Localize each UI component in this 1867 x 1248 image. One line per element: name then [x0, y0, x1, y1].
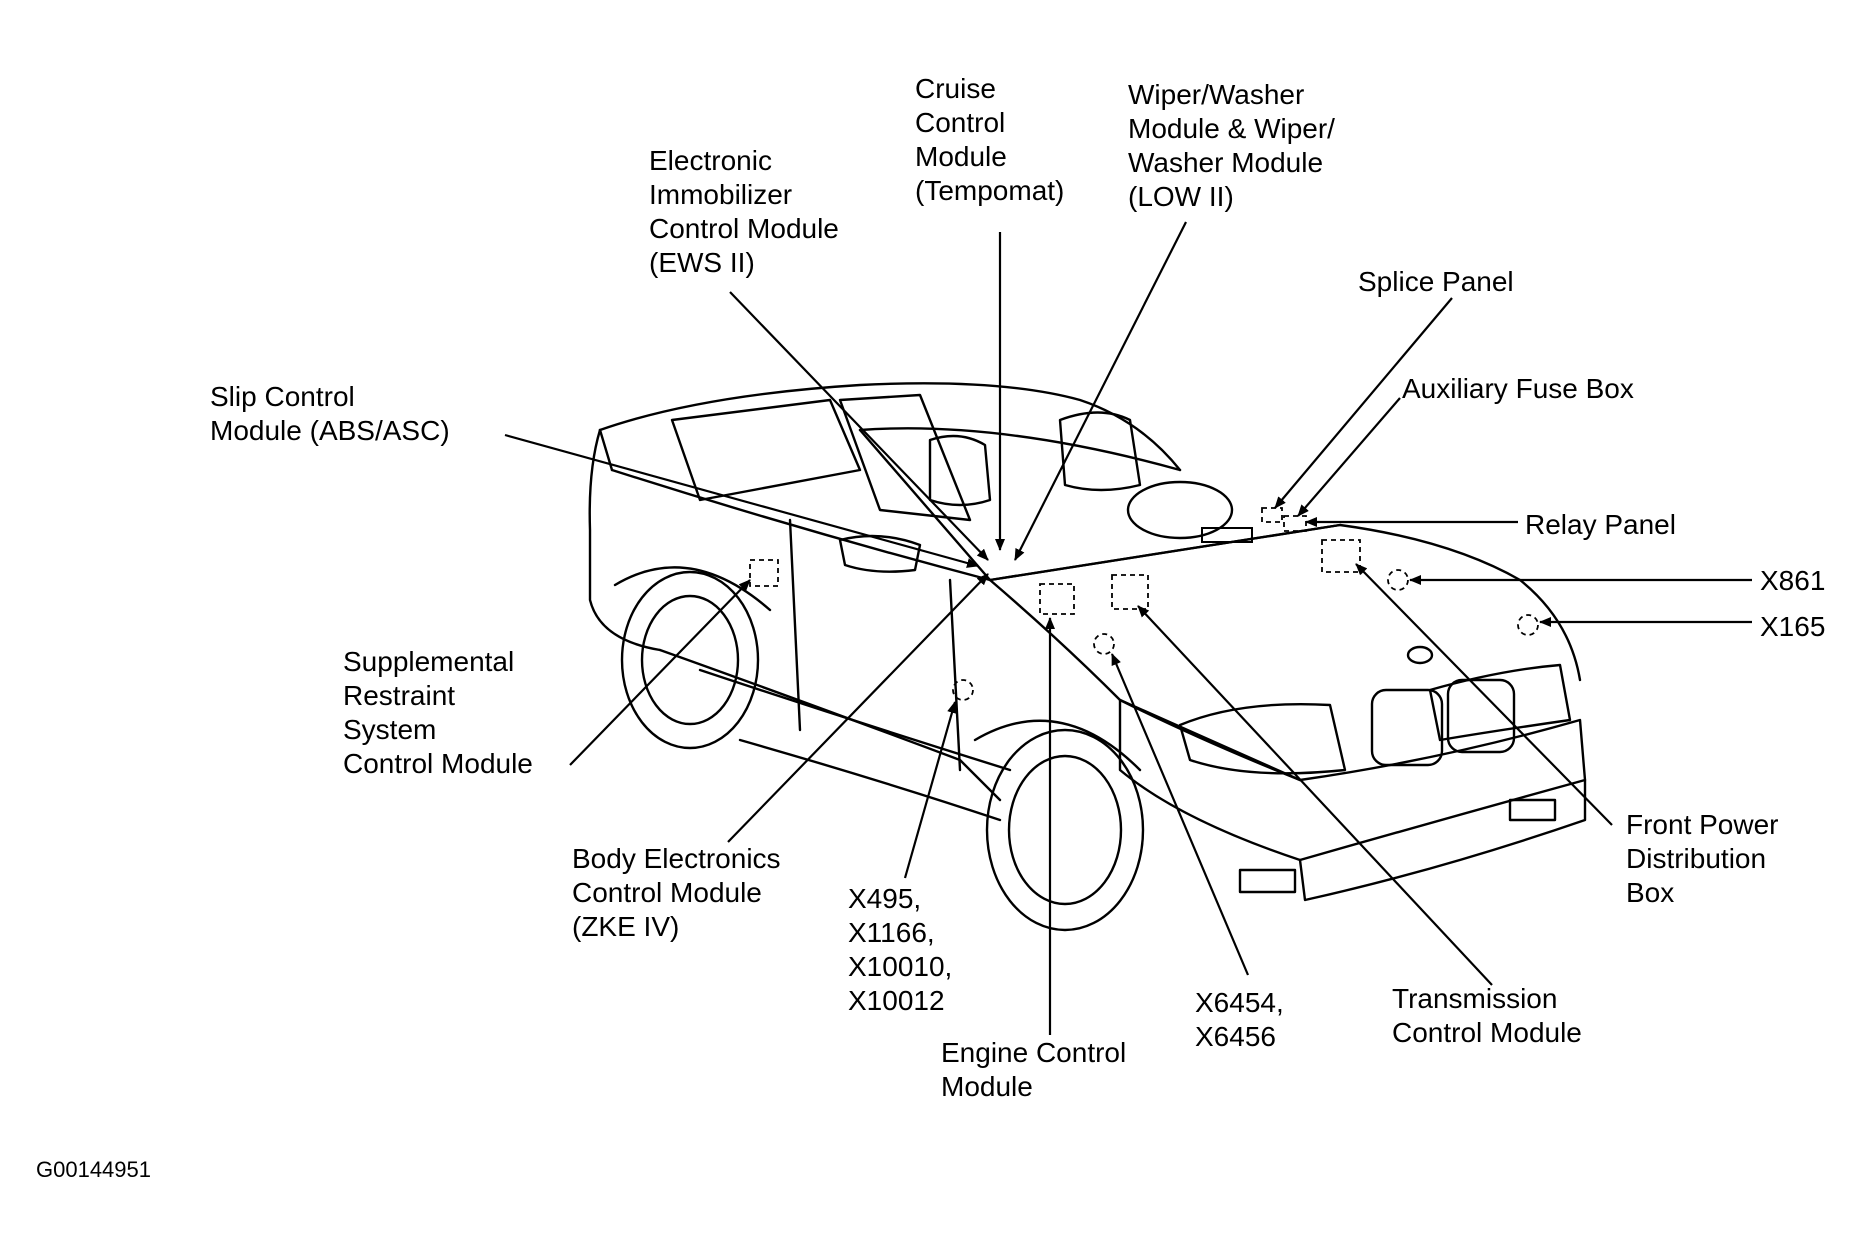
front-power-box-marker [1321, 539, 1361, 573]
leader-lines [504, 221, 1752, 1035]
tcm-marker [1111, 574, 1149, 610]
srs-module-marker [749, 559, 779, 587]
label-transmission-control-module: Transmission Control Module [1392, 983, 1582, 1048]
label-cruise-control-module: Cruise Control Module (Tempomat) [915, 73, 1065, 206]
x165-connector-marker [1517, 614, 1539, 636]
splice-panel-marker [1261, 507, 1283, 523]
label-x165: X165 [1760, 611, 1826, 642]
figure-id: G00144951 [36, 1157, 151, 1182]
label-splice-panel: Splice Panel [1358, 266, 1514, 297]
label-body-electronics-module: Body Electronics Control Module (ZKE IV) [572, 843, 781, 942]
label-engine-control-module: Engine Control Module [941, 1037, 1127, 1102]
label-wiper-washer-module: Wiper/Washer Module & Wiper/ Washer Modu… [1128, 79, 1335, 212]
label-immobilizer-module: Electronic Immobilizer Control Module (E… [649, 145, 839, 278]
x495-connector-marker [952, 679, 974, 701]
component-markers [749, 507, 1539, 701]
label-auxiliary-fuse-box: Auxiliary Fuse Box [1402, 373, 1634, 404]
x861-connector-marker [1387, 569, 1409, 591]
label-relay-panel: Relay Panel [1525, 509, 1676, 540]
car-outline [588, 382, 1587, 932]
label-x861: X861 [1760, 565, 1826, 596]
label-x6454-connectors: X6454, X6456 [1195, 987, 1284, 1052]
label-slip-control-module: Slip Control Module (ABS/ASC) [210, 381, 450, 446]
relay-panel-marker [1201, 527, 1253, 543]
label-srs-control-module: Supplemental Restraint System Control Mo… [343, 646, 533, 779]
label-x495-connectors: X495, X1166, X10010, X10012 [848, 883, 953, 1016]
x6454-connector-marker [1093, 633, 1115, 655]
label-front-power-distribution-box: Front Power Distribution Box [1626, 809, 1779, 908]
ecm-marker [1039, 583, 1075, 615]
aux-fuse-box-marker [1283, 515, 1307, 532]
